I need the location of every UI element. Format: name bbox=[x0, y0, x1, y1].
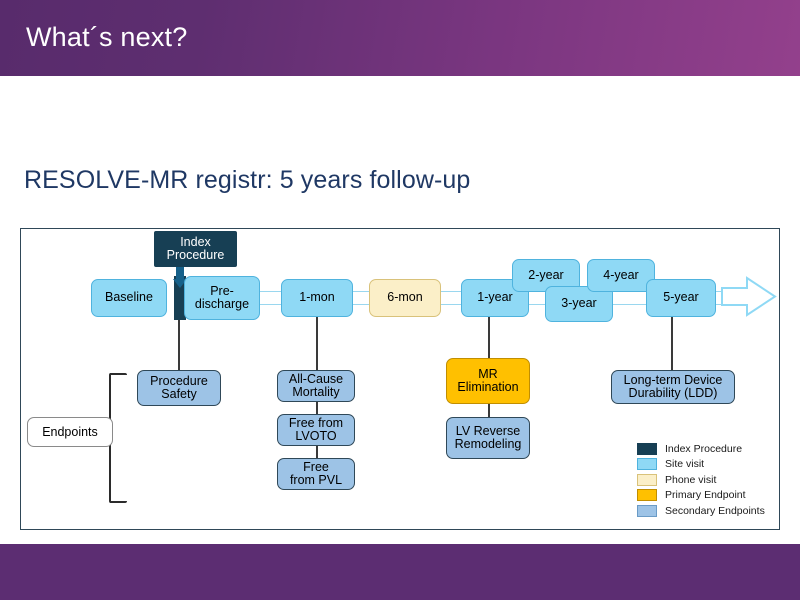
endpoint-label-all-cause-mortality-line2: Mortality bbox=[292, 385, 340, 399]
endpoint-label-free-from-lvoto-line1: Free from bbox=[288, 415, 344, 430]
legend-label-site-visit: Site visit bbox=[665, 458, 705, 471]
endpoint-label-procedure-safety-line2: Safety bbox=[161, 387, 197, 401]
endpoint-label-mr-elimination-line2: Elimination bbox=[457, 380, 519, 394]
timeline-label-1-year: 1-year bbox=[477, 290, 513, 305]
timeline-label-6-mon: 6-mon bbox=[387, 290, 423, 305]
index-procedure-arrow-stem bbox=[176, 267, 184, 281]
legend-swatch-site-visit bbox=[637, 458, 657, 471]
study-timeline-diagram: Index Procedure Baseline Pre- discharge … bbox=[20, 228, 780, 530]
legend-label-index-procedure: Index Procedure bbox=[665, 442, 743, 455]
endpoint-label-all-cause-mortality-line1: All-Cause bbox=[288, 371, 344, 386]
index-procedure-box: Index Procedure bbox=[154, 231, 237, 267]
legend-swatch-index-procedure bbox=[637, 442, 657, 455]
endpoint-box-lv-reverse-remodeling[interactable]: LV Reverse Remodeling bbox=[446, 417, 530, 459]
timeline-box-6-mon[interactable]: 6-mon bbox=[369, 279, 441, 317]
dropline-lvoto-to-pvl bbox=[316, 445, 318, 459]
endpoints-label-text: Endpoints bbox=[42, 425, 98, 439]
endpoint-box-long-term-device-durability[interactable]: Long-term Device Durability (LDD) bbox=[611, 370, 735, 404]
legend-item-phone-visit: Phone visit bbox=[637, 472, 783, 488]
legend-label-primary-endpoint: Primary Endpoint bbox=[665, 489, 746, 502]
legend-swatch-phone-visit bbox=[637, 473, 657, 486]
timeline-label-baseline: Baseline bbox=[105, 290, 153, 305]
endpoint-label-lv-reverse-remodeling-line1: LV Reverse bbox=[455, 423, 521, 438]
timeline-box-pre-discharge[interactable]: Pre- discharge bbox=[184, 276, 260, 320]
timeline-label-5-year: 5-year bbox=[663, 290, 699, 305]
timeline-label-2-year: 2-year bbox=[528, 267, 564, 282]
timeline-box-baseline[interactable]: Baseline bbox=[91, 279, 167, 317]
timeline-label-pre-discharge-line2: discharge bbox=[194, 297, 250, 311]
legend-swatch-primary-endpoint bbox=[637, 489, 657, 502]
endpoints-label-box: Endpoints bbox=[27, 417, 113, 447]
endpoint-label-lv-reverse-remodeling-line2: Remodeling bbox=[454, 437, 522, 451]
endpoint-box-all-cause-mortality[interactable]: All-Cause Mortality bbox=[277, 370, 355, 402]
endpoint-box-mr-elimination[interactable]: MR Elimination bbox=[446, 358, 530, 404]
endpoint-label-free-from-pvl-line1: Free bbox=[303, 459, 329, 474]
endpoint-box-procedure-safety[interactable]: Procedure Safety bbox=[137, 370, 221, 406]
legend-item-primary-endpoint: Primary Endpoint bbox=[637, 488, 783, 504]
timeline-label-1-mon: 1-mon bbox=[299, 290, 335, 305]
index-procedure-arrow-head bbox=[173, 279, 187, 288]
timeline-box-5-year[interactable]: 5-year bbox=[646, 279, 716, 317]
dropline-all-cause-to-lvoto bbox=[316, 401, 318, 415]
dropline-baseline-to-procedure-safety bbox=[178, 320, 180, 370]
legend-label-secondary-endpoints: Secondary Endpoints bbox=[665, 504, 765, 517]
index-procedure-line1: Index bbox=[180, 234, 211, 249]
timeline-label-3-year: 3-year bbox=[561, 296, 597, 311]
slide-header-bar: What´s next? bbox=[0, 0, 800, 76]
index-procedure-line2: Procedure bbox=[166, 248, 225, 262]
endpoint-box-free-from-lvoto[interactable]: Free from LVOTO bbox=[277, 414, 355, 446]
legend-swatch-secondary-endpoints bbox=[637, 504, 657, 517]
legend-label-phone-visit: Phone visit bbox=[665, 473, 717, 486]
timeline-label-pre-discharge-line1: Pre- bbox=[210, 283, 234, 298]
endpoint-label-ldd-line2: Durability (LDD) bbox=[628, 386, 718, 400]
timeline-box-3-year[interactable]: 3-year bbox=[545, 286, 613, 322]
diagram-legend: Index Procedure Site visit Phone visit P… bbox=[637, 441, 783, 519]
endpoint-label-ldd-line1: Long-term Device bbox=[623, 372, 723, 387]
legend-item-site-visit: Site visit bbox=[637, 457, 783, 473]
endpoint-box-free-from-pvl[interactable]: Free from PVL bbox=[277, 458, 355, 490]
dropline-1year-to-mr-elimination bbox=[488, 317, 490, 358]
dropline-1mon-to-all-cause-mortality bbox=[316, 317, 318, 370]
legend-item-secondary-endpoints: Secondary Endpoints bbox=[637, 503, 783, 519]
endpoint-label-free-from-pvl-line2: from PVL bbox=[289, 473, 343, 487]
endpoint-label-mr-elimination-line1: MR bbox=[478, 366, 498, 381]
legend-item-index-procedure: Index Procedure bbox=[637, 441, 783, 457]
dropline-mr-elimination-to-lv-reverse bbox=[488, 404, 490, 417]
timeline-end-arrow-icon bbox=[721, 276, 777, 317]
timeline-label-4-year: 4-year bbox=[603, 267, 639, 282]
timeline-box-1-mon[interactable]: 1-mon bbox=[281, 279, 353, 317]
endpoint-label-free-from-lvoto-line2: LVOTO bbox=[295, 429, 337, 443]
timeline-box-4-year[interactable]: 4-year bbox=[587, 259, 655, 292]
dropline-5year-to-ldd bbox=[671, 317, 673, 370]
endpoint-label-procedure-safety-line1: Procedure bbox=[150, 373, 208, 388]
header-title: What´s next? bbox=[26, 22, 188, 52]
page-title: RESOLVE-MR registr: 5 years follow-up bbox=[24, 166, 471, 194]
connector-3year-5year bbox=[613, 291, 647, 305]
timeline-box-1-year[interactable]: 1-year bbox=[461, 279, 529, 317]
slide-footer-bar: 2022 euro PCR EuroPCR.com EAPCI European… bbox=[0, 544, 800, 600]
